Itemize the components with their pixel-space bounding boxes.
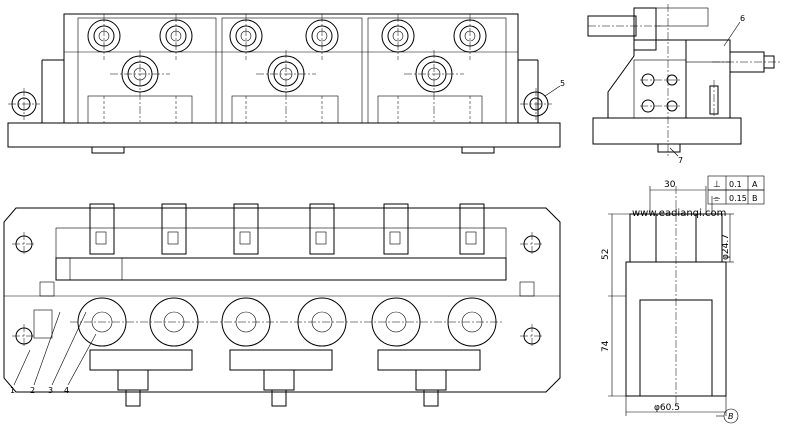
tol-symbol-2: ⌯ xyxy=(713,194,721,204)
front-station-1 xyxy=(77,14,217,124)
callout-3: 3 xyxy=(48,386,53,395)
front-station-2 xyxy=(221,14,363,124)
leader-5 xyxy=(544,85,561,97)
tol-symbol-1: ⊥ xyxy=(713,180,721,190)
dim-diameter-base: φ60.5 xyxy=(654,403,680,413)
watermark-text: www.eadianqi.com xyxy=(632,208,726,219)
datum-label: B xyxy=(728,412,734,421)
callout-7: 7 xyxy=(678,156,683,165)
dim-diameter-bore: φ24.7 xyxy=(721,234,731,260)
callout-4: 4 xyxy=(64,386,69,395)
mount-hole-bl xyxy=(12,324,36,348)
mount-hole-tl xyxy=(12,232,36,256)
side-view: 6 7 xyxy=(587,4,782,165)
front-view: 5 xyxy=(7,13,565,154)
mount-hole-br xyxy=(520,324,544,348)
workpieces xyxy=(70,297,504,347)
clamp-screws xyxy=(117,369,447,407)
dim-height-upper: 52 xyxy=(601,249,611,260)
callout-2: 2 xyxy=(30,386,35,395)
dim-width-top: 30 xyxy=(664,180,676,190)
end-lug-left xyxy=(8,88,40,120)
top-view: 1 2 3 4 xyxy=(3,203,561,407)
tol-value-2: 0.15 xyxy=(729,194,747,203)
tol-value-1: 0.1 xyxy=(729,180,742,189)
callout-1: 1 xyxy=(10,386,15,395)
clamp-fingers xyxy=(89,203,485,255)
front-station-3 xyxy=(367,14,507,124)
tolerance-frame: ⊥ 0.1 A ⌯ 0.15 B xyxy=(707,175,765,214)
callout-5: 5 xyxy=(560,79,565,88)
tol-datum-2: B xyxy=(752,194,758,203)
end-lug-right xyxy=(520,88,552,120)
callout-6: 6 xyxy=(740,14,745,23)
dim-height-lower: 74 xyxy=(601,340,611,352)
tol-datum-1: A xyxy=(752,180,758,189)
mount-hole-tr xyxy=(520,232,544,256)
part-section: 30 52 74 φ24.7 φ60.5 B ⊥ 0.1 A xyxy=(601,175,765,424)
